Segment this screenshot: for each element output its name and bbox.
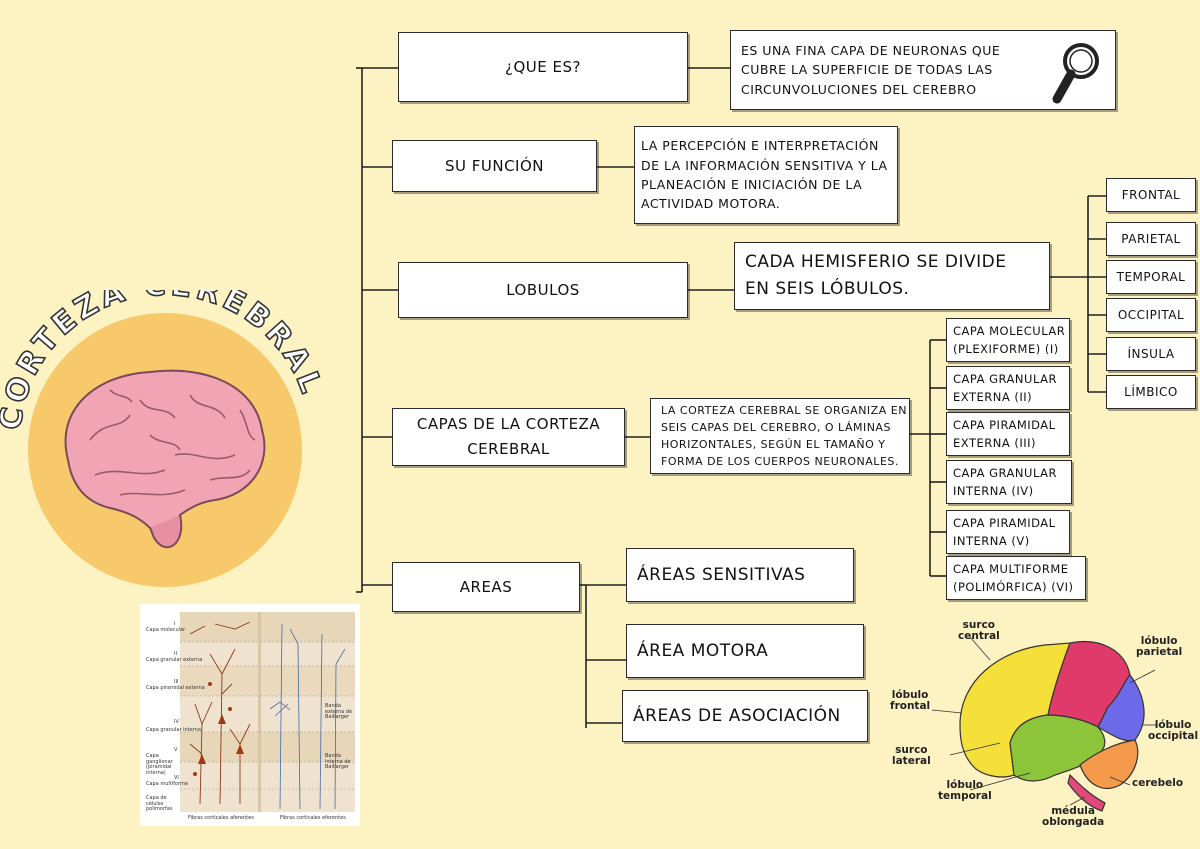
area-sensitivas: ÁREAS SENSITIVAS — [626, 548, 854, 602]
histology-label: Capa molecular — [146, 627, 186, 633]
capa-label: CAPA PIRAMIDAL INTERNA (V) — [953, 515, 1056, 548]
que-es-description: ES UNA FINA CAPA DE NEURONAS QUE CUBRE L… — [730, 30, 1116, 110]
lobulo-parietal-label: lóbulo parietal — [1136, 635, 1183, 659]
que-es-text: ES UNA FINA CAPA DE NEURONAS QUE CUBRE L… — [741, 42, 1001, 97]
histology-image: Capa molecular Capa granular externa Cap… — [140, 604, 360, 826]
branch-areas: AREAS — [392, 562, 580, 612]
cortex-layers-diagram — [140, 604, 360, 826]
layer-numeral: VI — [174, 775, 179, 781]
lobulos-description: CADA HEMISFERIO SE DIVIDE EN SEIS LÓBULO… — [734, 242, 1050, 310]
lobulo-occipital-label: lóbulo occipital — [1148, 719, 1199, 743]
histology-label: Banda interna de Baillarger — [325, 753, 351, 770]
histology-label: Banda externa de Baillarger — [325, 703, 353, 720]
lobe-label: PARIETAL — [1121, 232, 1181, 246]
que-es-label: ¿QUE ES? — [505, 58, 581, 76]
capas-label: CAPAS DE LA CORTEZA CEREBRAL — [416, 414, 601, 459]
lobe-temporal: TEMPORAL — [1106, 260, 1196, 294]
lobe-parietal: PARIETAL — [1106, 222, 1196, 256]
layer-numeral: II — [174, 651, 177, 657]
area-label: ÁREAS SENSITIVAS — [637, 565, 806, 585]
histology-label: Capa multiforme — [146, 781, 188, 787]
lobulo-temporal-label: lóbulo temporal — [938, 779, 992, 803]
histology-label: Fibras corticales eferentes — [280, 815, 346, 821]
branch-lobulos: LOBULOS — [398, 262, 688, 318]
layer-numeral: I — [174, 621, 176, 627]
lobe-frontal: FRONTAL — [1106, 178, 1196, 212]
layer-numeral: IV — [174, 719, 179, 725]
capa-label: CAPA GRANULAR EXTERNA (II) — [953, 371, 1057, 404]
capa-label: CAPA MULTIFORME (POLIMÓRFICA) (VI) — [953, 561, 1074, 594]
lobe-label: OCCIPITAL — [1117, 308, 1185, 322]
histology-label: Capa granular interna — [146, 727, 201, 733]
histology-label: Capa granular externa — [146, 657, 203, 663]
histology-label: Capa piramidal externa — [146, 685, 205, 691]
medula-label: médula oblongada — [1042, 805, 1105, 829]
layer-numeral: III — [174, 679, 179, 685]
lobe-limbico: LÍMBICO — [1106, 375, 1196, 409]
areas-label: AREAS — [459, 578, 513, 596]
funcion-label: SU FUNCIÓN — [444, 157, 545, 175]
capa-1: CAPA MOLECULAR (PLEXIFORME) (I) — [946, 318, 1070, 362]
capa-label: CAPA GRANULAR INTERNA (IV) — [953, 465, 1057, 498]
lobe-cerebelo — [1079, 739, 1139, 789]
capa-4: CAPA GRANULAR INTERNA (IV) — [946, 460, 1072, 504]
histology-label: Fibras corticales aferentes — [188, 815, 254, 821]
layer-numeral: V — [174, 747, 178, 753]
brain-illustration — [64, 369, 266, 549]
capas-text: LA CORTEZA CEREBRAL SE ORGANIZA EN SEIS … — [661, 403, 907, 469]
capa-6: CAPA MULTIFORME (POLIMÓRFICA) (VI) — [946, 556, 1086, 600]
title-graphic: CORTEZA CEREBRAL — [0, 290, 326, 587]
area-motora: ÁREA MOTORA — [626, 624, 864, 678]
magnifier-icon — [1052, 43, 1099, 104]
lobulos-label: LOBULOS — [506, 281, 580, 299]
capas-description: LA CORTEZA CEREBRAL SE ORGANIZA EN SEIS … — [650, 398, 910, 474]
lobulo-frontal-label: lóbulo frontal — [890, 689, 931, 713]
lobe-label: FRONTAL — [1121, 188, 1181, 202]
lobe-occipital — [1097, 674, 1145, 742]
capa-2: CAPA GRANULAR EXTERNA (II) — [946, 366, 1070, 410]
cerebelo-label: cerebelo — [1132, 777, 1184, 789]
area-asociacion: ÁREAS DE ASOCIACIÓN — [622, 690, 868, 742]
lobulos-text: CADA HEMISFERIO SE DIVIDE EN SEIS LÓBULO… — [745, 251, 1007, 299]
lobe-label: ÍNSULA — [1127, 347, 1175, 361]
lobe-insula: ÍNSULA — [1106, 337, 1196, 371]
capa-3: CAPA PIRAMIDAL EXTERNA (III) — [946, 412, 1070, 456]
area-label: ÁREAS DE ASOCIACIÓN — [633, 706, 841, 726]
funcion-text: LA PERCEPCIÓN E INTERPRETACIÓN DE LA INF… — [641, 138, 888, 212]
lobe-medula — [1067, 773, 1106, 812]
branch-funcion: SU FUNCIÓN — [392, 140, 597, 192]
lobe-label: TEMPORAL — [1116, 270, 1186, 284]
capa-label: CAPA MOLECULAR (PLEXIFORME) (I) — [953, 323, 1066, 356]
lobe-label: LÍMBICO — [1124, 385, 1178, 399]
capa-5: CAPA PIRAMIDAL INTERNA (V) — [946, 510, 1070, 554]
surco-lateral-label: surco lateral — [892, 744, 931, 768]
branch-que-es: ¿QUE ES? — [398, 32, 688, 102]
lobe-occipital: OCCIPITAL — [1106, 298, 1196, 332]
funcion-description: LA PERCEPCIÓN E INTERPRETACIÓN DE LA INF… — [634, 126, 898, 224]
histology-label: Capa ganglionar (piramidal interna) — [146, 753, 173, 776]
area-label: ÁREA MOTORA — [637, 641, 769, 661]
brain-lobes-diagram — [931, 636, 1158, 812]
branch-capas: CAPAS DE LA CORTEZA CEREBRAL — [392, 408, 625, 466]
histology-label: Capa de células polimorfas — [146, 795, 173, 812]
surco-central-label: surco central — [958, 619, 1000, 643]
capa-label: CAPA PIRAMIDAL EXTERNA (III) — [953, 417, 1056, 450]
